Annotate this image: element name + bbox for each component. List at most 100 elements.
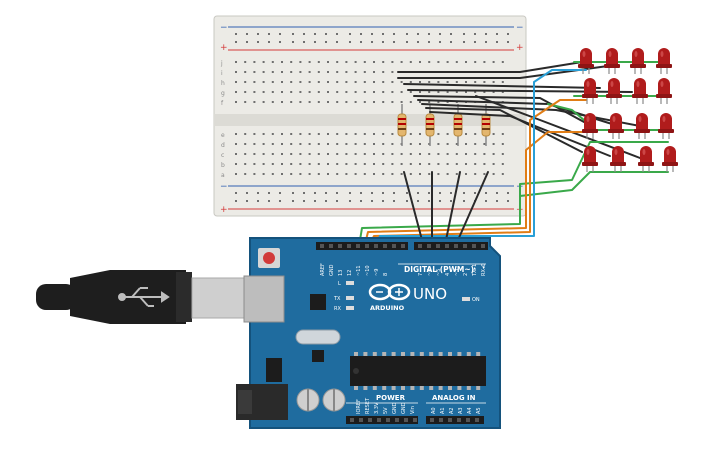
breadboard-hole[interactable] [308, 173, 311, 175]
breadboard-hole[interactable] [299, 153, 302, 155]
breadboard-hole[interactable] [437, 61, 440, 63]
breadboard-hole[interactable] [299, 101, 302, 103]
breadboard-hole[interactable] [391, 91, 394, 93]
rail-hole[interactable] [303, 200, 305, 202]
breadboard-hole[interactable] [437, 153, 440, 155]
breadboard-hole[interactable] [327, 81, 329, 83]
rail-hole[interactable] [428, 41, 430, 43]
rail-hole[interactable] [406, 200, 408, 202]
rail-hole[interactable] [360, 33, 362, 35]
breadboard-hole[interactable] [271, 91, 274, 93]
breadboard-hole[interactable] [281, 153, 283, 155]
rail-hole[interactable] [439, 33, 441, 35]
rail-hole[interactable] [325, 33, 327, 35]
breadboard-hole[interactable] [299, 91, 302, 93]
breadboard-hole[interactable] [281, 91, 283, 93]
led[interactable] [656, 48, 672, 74]
header-pin[interactable] [448, 418, 452, 422]
breadboard-hole[interactable] [281, 101, 283, 103]
breadboard-hole[interactable] [474, 143, 477, 145]
breadboard-hole[interactable] [290, 81, 293, 83]
breadboard-hole[interactable] [271, 153, 274, 155]
breadboard-hole[interactable] [465, 153, 467, 155]
breadboard-hole[interactable] [354, 143, 357, 145]
breadboard-hole[interactable] [382, 71, 385, 73]
rail-hole[interactable] [349, 33, 351, 35]
breadboard-hole[interactable] [474, 133, 477, 135]
rail-hole[interactable] [235, 33, 237, 35]
resistors[interactable] [397, 104, 491, 146]
breadboard-hole[interactable] [327, 153, 329, 155]
breadboard-hole[interactable] [345, 71, 348, 73]
rail-hole[interactable] [246, 192, 248, 194]
rail-hole[interactable] [450, 192, 452, 194]
breadboard-hole[interactable] [363, 153, 366, 155]
breadboard-hole[interactable] [465, 81, 467, 83]
header-pin[interactable] [475, 418, 479, 422]
breadboard-hole[interactable] [244, 143, 247, 145]
rail-hole[interactable] [450, 200, 452, 202]
breadboard-hole[interactable] [235, 173, 237, 175]
breadboard-hole[interactable] [327, 143, 329, 145]
rail-hole[interactable] [428, 33, 430, 35]
rail-hole[interactable] [393, 192, 395, 194]
wire[interactable] [519, 141, 669, 197]
breadboard-hole[interactable] [428, 61, 431, 63]
rail-hole[interactable] [279, 200, 281, 202]
breadboard-hole[interactable] [317, 61, 320, 63]
header-pin[interactable] [404, 418, 408, 422]
breadboard-hole[interactable] [400, 81, 403, 83]
breadboard-hole[interactable] [317, 101, 320, 103]
header-pin[interactable] [454, 244, 458, 248]
breadboard-hole[interactable] [235, 163, 237, 165]
led[interactable] [632, 78, 648, 104]
breadboard-hole[interactable] [382, 173, 385, 175]
rail-hole[interactable] [382, 192, 384, 194]
breadboard-hole[interactable] [253, 101, 256, 103]
breadboard-hole[interactable] [336, 71, 339, 73]
rail-hole[interactable] [406, 33, 408, 35]
breadboard-hole[interactable] [492, 91, 495, 93]
breadboard-hole[interactable] [455, 91, 458, 93]
breadboard-hole[interactable] [437, 81, 440, 83]
breadboard-hole[interactable] [400, 163, 403, 165]
breadboard-hole[interactable] [354, 61, 357, 63]
header-pin[interactable] [418, 244, 422, 248]
rail-hole[interactable] [450, 33, 452, 35]
rail-hole[interactable] [496, 33, 498, 35]
breadboard-hole[interactable] [363, 101, 366, 103]
breadboard-hole[interactable] [235, 91, 237, 93]
breadboard-hole[interactable] [271, 71, 274, 73]
breadboard-hole[interactable] [437, 91, 440, 93]
breadboard-hole[interactable] [317, 153, 320, 155]
breadboard-hole[interactable] [363, 61, 366, 63]
breadboard-hole[interactable] [336, 173, 339, 175]
breadboard-hole[interactable] [474, 91, 477, 93]
rail-hole[interactable] [485, 200, 487, 202]
header-pin[interactable] [329, 244, 333, 248]
rail-hole[interactable] [496, 200, 498, 202]
reset-button-cap[interactable] [263, 252, 275, 264]
breadboard-hole[interactable] [290, 163, 293, 165]
breadboard-hole[interactable] [271, 173, 274, 175]
header-pin[interactable] [350, 418, 354, 422]
rail-hole[interactable] [349, 200, 351, 202]
resistor[interactable] [481, 104, 491, 146]
breadboard-hole[interactable] [400, 91, 403, 93]
usb-cable[interactable] [36, 270, 255, 324]
breadboard-hole[interactable] [455, 61, 458, 63]
breadboard-hole[interactable] [253, 81, 256, 83]
rail-hole[interactable] [507, 33, 509, 35]
breadboard-hole[interactable] [419, 133, 421, 135]
breadboard-hole[interactable] [235, 61, 237, 63]
breadboard-hole[interactable] [281, 143, 283, 145]
breadboard-hole[interactable] [391, 173, 394, 175]
breadboard-hole[interactable] [345, 153, 348, 155]
breadboard-hole[interactable] [492, 133, 495, 135]
rail-hole[interactable] [246, 33, 248, 35]
breadboard-hole[interactable] [409, 61, 412, 63]
breadboard-hole[interactable] [483, 173, 486, 175]
breadboard-hole[interactable] [262, 71, 265, 73]
breadboard-hole[interactable] [501, 173, 504, 175]
